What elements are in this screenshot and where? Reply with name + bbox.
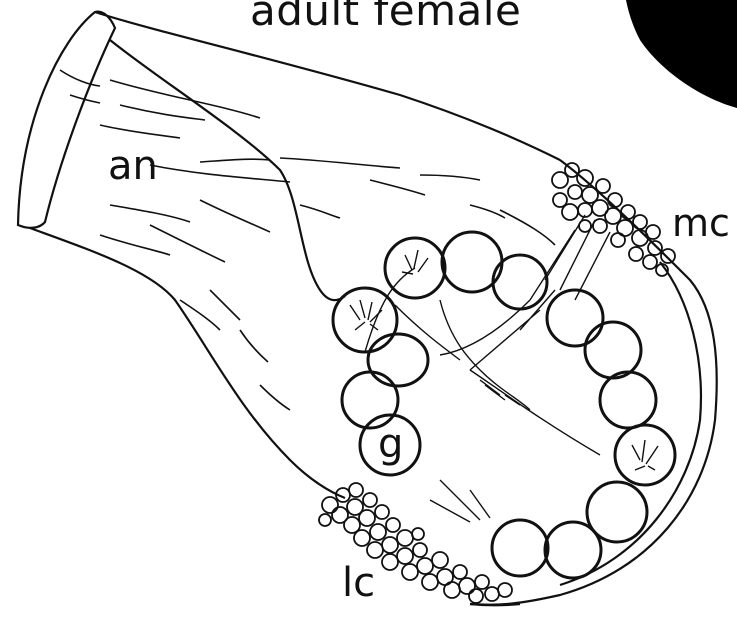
tube-opening <box>18 12 115 228</box>
figure-title: adult female <box>250 0 521 35</box>
mc-cell-cluster <box>552 163 675 276</box>
label-mc: mc <box>672 201 730 245</box>
dark-corner-shadow <box>626 0 737 108</box>
tube-striations <box>60 70 555 410</box>
label-g: g <box>378 421 403 467</box>
label-an: an <box>108 143 158 189</box>
label-lc: lc <box>342 560 375 606</box>
tube-outline <box>18 12 717 606</box>
